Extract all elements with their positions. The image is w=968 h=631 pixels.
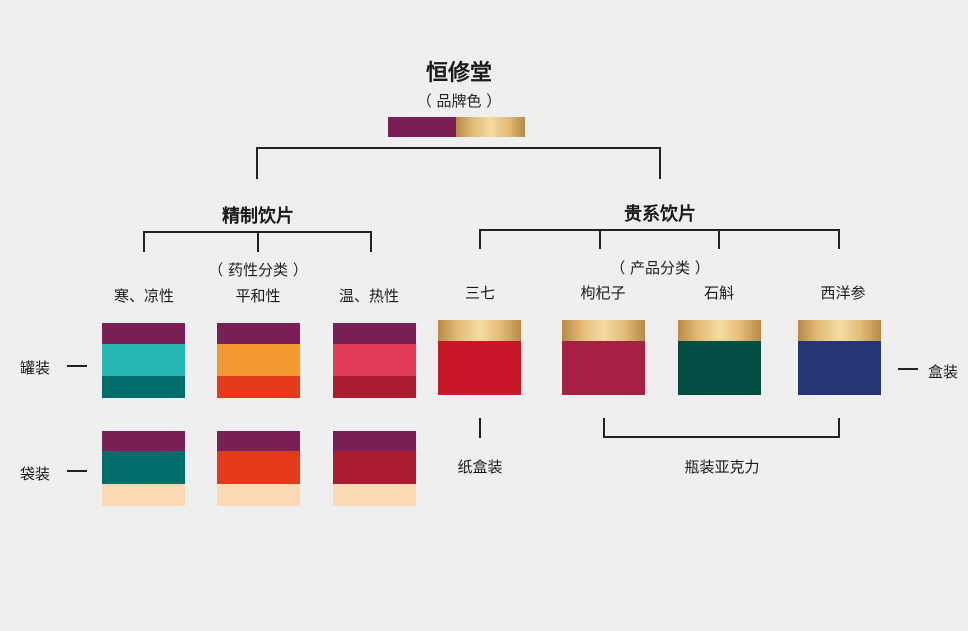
swatch-band-body	[678, 341, 761, 395]
jar-swatch-cold	[102, 323, 185, 398]
classification-refined: （ 药性分类 ）	[208, 261, 308, 279]
tree-connector	[257, 231, 259, 252]
box-swatch-dendrobium	[678, 320, 761, 395]
row-label-bag: 袋装	[19, 465, 50, 483]
tree-connector	[838, 418, 840, 438]
box-swatch-ginseng	[798, 320, 881, 395]
swatch-band-body	[217, 344, 300, 376]
tree-connector	[479, 418, 481, 438]
swatch-band-top	[333, 431, 416, 451]
swatch-band-base	[217, 484, 300, 506]
brand-color-plum	[388, 117, 456, 137]
bag-swatch-cold	[102, 431, 185, 506]
swatch-band-body	[217, 451, 300, 484]
packaging-label-paper-box: 纸盒装	[457, 458, 503, 476]
swatch-band-base	[333, 376, 416, 398]
item-label-warm: 温、热性	[338, 287, 399, 305]
jar-swatch-neutral	[217, 323, 300, 398]
item-label-dendrobium: 石斛	[703, 284, 734, 302]
tree-connector	[143, 231, 145, 252]
brand-subtitle: （ 品牌色 ）	[416, 92, 502, 110]
tree-connector	[256, 147, 258, 179]
tree-connector	[256, 147, 661, 149]
tree-connector	[370, 231, 372, 252]
swatch-band-lid	[562, 320, 645, 341]
classification-premium: （ 产品分类 ）	[610, 259, 710, 277]
packaging-label-acrylic-bottle: 瓶装亚克力	[684, 458, 760, 476]
category-title-premium: 贵系饮片	[624, 204, 696, 225]
row-label-jar: 罐装	[19, 359, 50, 377]
swatch-band-base	[217, 376, 300, 398]
row-label-dash	[67, 365, 87, 367]
item-label-neutral: 平和性	[235, 287, 281, 305]
swatch-band-body	[333, 451, 416, 484]
swatch-band-body	[438, 341, 521, 395]
box-swatch-goji	[562, 320, 645, 395]
swatch-band-lid	[217, 323, 300, 344]
item-label-sanqi: 三七	[464, 284, 495, 302]
bag-swatch-warm	[333, 431, 416, 506]
swatch-band-lid	[678, 320, 761, 341]
jar-swatch-warm	[333, 323, 416, 398]
swatch-band-base	[333, 484, 416, 506]
swatch-band-top	[102, 431, 185, 451]
item-label-cold: 寒、凉性	[113, 287, 174, 305]
swatch-band-base	[102, 376, 185, 398]
swatch-band-body	[562, 341, 645, 395]
brand-color-bar	[388, 117, 525, 137]
swatch-band-body	[102, 344, 185, 376]
brand-color-gold	[456, 117, 525, 137]
item-label-goji: 枸杞子	[580, 284, 626, 302]
swatch-band-base	[102, 484, 185, 506]
row-label-dash	[67, 470, 87, 472]
tree-connector	[599, 229, 601, 249]
swatch-band-lid	[438, 320, 521, 341]
swatch-band-top	[217, 431, 300, 451]
tree-connector	[479, 229, 481, 249]
bag-swatch-neutral	[217, 431, 300, 506]
swatch-band-lid	[333, 323, 416, 344]
item-label-ginseng: 西洋参	[820, 284, 866, 302]
swatch-band-body	[102, 451, 185, 484]
tree-connector	[659, 147, 661, 179]
swatch-band-body	[798, 341, 881, 395]
tree-connector	[718, 229, 720, 249]
tree-connector	[603, 436, 840, 438]
swatch-band-lid	[798, 320, 881, 341]
swatch-band-body	[333, 344, 416, 376]
box-swatch-sanqi	[438, 320, 521, 395]
swatch-band-lid	[102, 323, 185, 344]
tree-connector	[603, 418, 605, 438]
category-title-refined: 精制饮片	[222, 206, 294, 227]
row-label-box: 盒装	[927, 363, 958, 381]
tree-connector	[838, 229, 840, 249]
row-label-dash	[898, 368, 918, 370]
brand-title: 恒修堂	[425, 61, 492, 86]
tree-connector	[479, 229, 840, 231]
